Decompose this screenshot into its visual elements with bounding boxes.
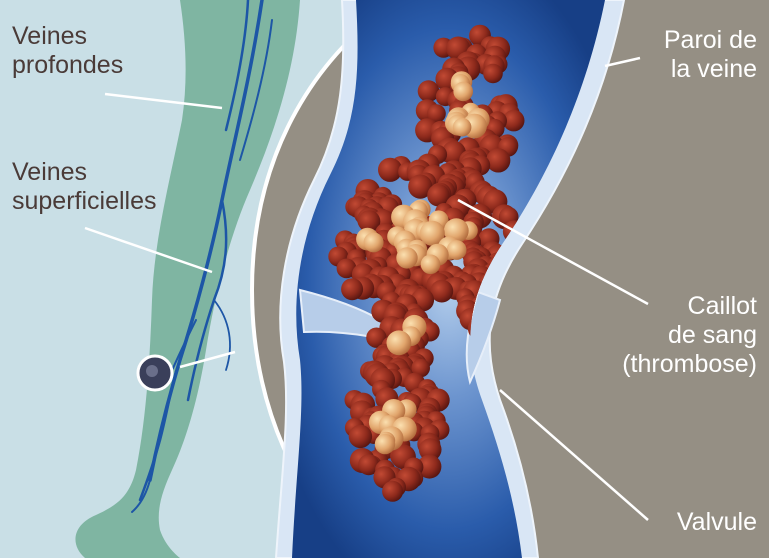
clot-cell-dark — [341, 278, 363, 300]
clot-cell-light — [447, 240, 467, 260]
label-superficial-veins: Veines superficielles — [12, 158, 157, 216]
label-valve: Valvule — [677, 508, 757, 537]
label-blood-clot: Caillot de sang (thrombose) — [622, 292, 757, 379]
clot-cell-dark — [483, 64, 503, 84]
label-vein-wall: Paroi de la veine — [664, 26, 757, 84]
magnifier-dot — [146, 365, 158, 377]
label-deep-veins: Veines profondes — [12, 22, 123, 80]
clot-cell-dark — [382, 481, 403, 502]
clot-cell-light — [453, 82, 473, 102]
clot-cell-light — [453, 118, 472, 137]
clot-cell-light — [387, 330, 412, 355]
clot-cell-light — [396, 247, 417, 268]
clot-cell-light — [421, 254, 441, 274]
clot-cell-light — [375, 434, 395, 454]
clot-cell-dark — [486, 148, 510, 172]
clot-cell-light — [364, 232, 384, 252]
clot-cell-dark — [349, 425, 372, 448]
